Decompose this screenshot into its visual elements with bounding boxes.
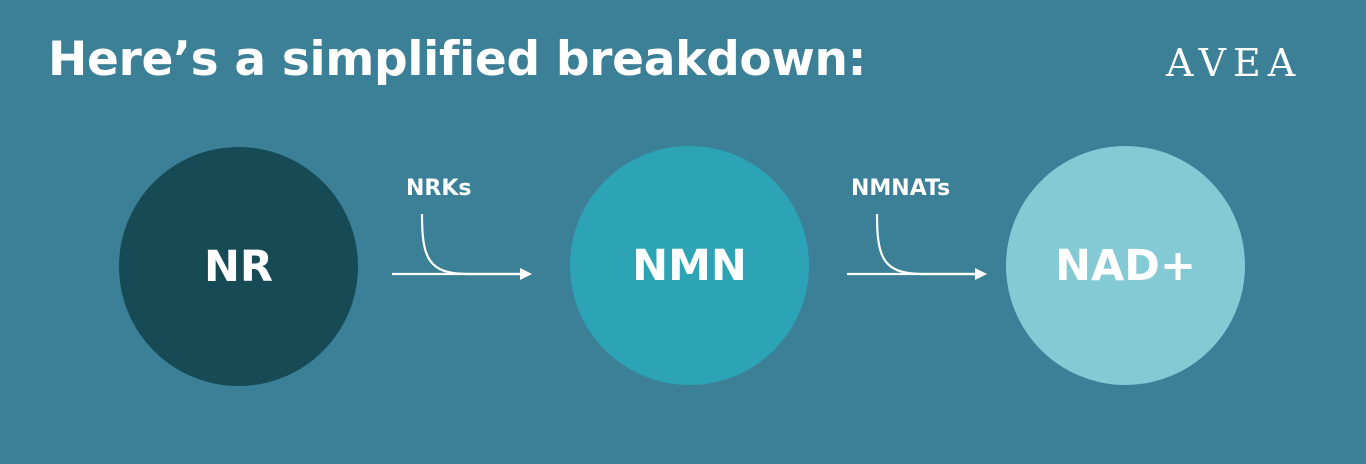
nmnats-arrow-icon xyxy=(847,213,987,280)
nrks-enzyme-label: NRKs xyxy=(406,176,472,201)
nmnats-enzyme-label: NMNATs xyxy=(851,176,951,201)
nmn-node: NMN xyxy=(570,146,809,385)
nmn-node-label: NMN xyxy=(632,240,747,291)
nad-node: NAD+ xyxy=(1006,146,1245,385)
page-title: Here’s a simplified breakdown: xyxy=(48,32,867,87)
avea-logo: AVEA xyxy=(1166,41,1303,85)
nrks-arrow-icon xyxy=(392,213,532,280)
nr-node: NR xyxy=(119,147,358,386)
nad-node-label: NAD+ xyxy=(1055,240,1196,291)
nr-node-label: NR xyxy=(203,241,274,292)
